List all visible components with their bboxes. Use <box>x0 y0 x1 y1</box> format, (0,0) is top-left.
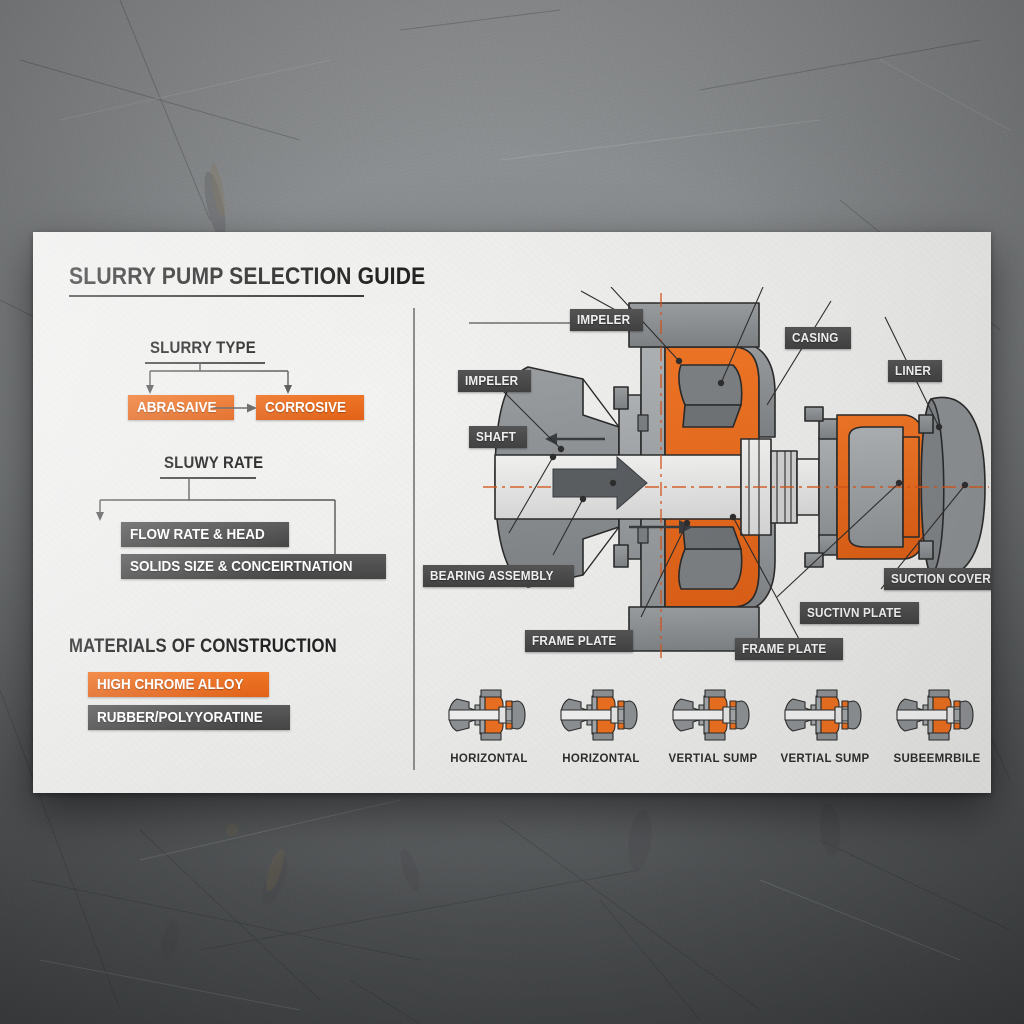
leader-dots <box>549 319 969 527</box>
callout-suction-cover[interactable]: SUCTION COVER <box>884 568 991 590</box>
callout-shaft[interactable]: SHAFT <box>469 426 528 448</box>
callout-frame-plate-left[interactable]: FRAME PLATE <box>525 630 633 652</box>
section-heading-slurry-rate: SLUWY RATE <box>164 453 263 473</box>
callout-impeler-left[interactable]: IMPELER <box>458 370 532 392</box>
abrasive-to-corrosive-arrow <box>213 403 257 413</box>
chip-rubber-polyurethane-label: RUBBER/POLYYORATINE <box>97 709 263 726</box>
thumbnail-caption: HORIZONTAL <box>443 753 535 765</box>
callout-frame-plate-mid[interactable]: FRAME PLATE <box>735 638 843 660</box>
slurry-type-underline <box>145 362 265 364</box>
callout-suction-plate[interactable]: SUCTIVN PLATE <box>800 602 919 624</box>
flow-arrows <box>545 433 693 534</box>
thumbnail-horizontal-1[interactable]: HORIZONTAL <box>443 687 535 787</box>
thumbnail-caption: HORIZONTAL <box>555 753 647 765</box>
panel-divider <box>413 308 415 770</box>
mini-pump-icon <box>896 689 974 741</box>
chip-flow-rate-head[interactable]: FLOW RATE & HEAD <box>121 522 289 547</box>
callout-bearing-assembly[interactable]: BEARING ASSEMBLY <box>423 565 575 587</box>
chip-high-chrome-alloy-label: HIGH CHROME ALLOY <box>97 676 244 693</box>
page-title: SLURRY PUMP SELECTION GUIDE <box>69 263 425 291</box>
pump-type-thumbnails: HORIZONTAL <box>443 687 983 787</box>
mini-pump-icon <box>672 689 750 741</box>
title-underline <box>69 295 364 297</box>
chip-flow-rate-head-label: FLOW RATE & HEAD <box>130 526 265 543</box>
thumbnail-caption: VERTIAL SUMP <box>667 753 759 765</box>
chip-solids-size-concentration[interactable]: SOLIDS SIZE & CONCEIRTNATION <box>121 554 387 579</box>
slurry-type-connectors <box>146 362 292 394</box>
pump-cutaway-svg <box>469 287 989 663</box>
mini-pump-icon <box>448 689 526 741</box>
thumbnail-vertical-sump-2[interactable]: VERTIAL SUMP <box>779 687 871 787</box>
chip-rubber-polyurethane[interactable]: RUBBER/POLYYORATINE <box>88 705 291 730</box>
chip-corrosive-label: CORROSIVE <box>265 399 346 416</box>
section-heading-slurry-type: SLURRY TYPE <box>150 338 256 358</box>
mini-pump-icon <box>784 689 862 741</box>
chip-corrosive[interactable]: CORROSIVE <box>256 395 365 420</box>
section-heading-materials: MATERIALS OF CONSTRUCTION <box>69 636 337 658</box>
thumbnail-horizontal-2[interactable]: HORIZONTAL <box>555 687 647 787</box>
callout-impeler-top[interactable]: IMPELER <box>570 309 644 331</box>
thumbnail-submersible[interactable]: SUBEEMRBILE <box>891 687 983 787</box>
slurry-rate-connectors <box>96 477 336 556</box>
poster-sheen <box>33 232 991 793</box>
callout-liner[interactable]: LINER <box>888 360 942 382</box>
chip-abrasive-label: ABRASAIVE <box>137 399 217 416</box>
thumbnail-caption: VERTIAL SUMP <box>779 753 871 765</box>
chip-high-chrome-alloy[interactable]: HIGH CHROME ALLOY <box>88 672 269 697</box>
thumbnail-vertical-sump-1[interactable]: VERTIAL SUMP <box>667 687 759 787</box>
thumbnail-caption: SUBEEMRBILE <box>891 753 983 765</box>
chip-solids-size-concentration-label: SOLIDS SIZE & CONCEIRTNATION <box>130 558 353 575</box>
slurry-rate-underline <box>160 477 256 479</box>
callout-casing[interactable]: CASING <box>785 327 851 349</box>
poster-panel: SLURRY PUMP SELECTION GUIDE SLURRY TYPE … <box>33 232 991 793</box>
mini-pump-icon <box>560 689 638 741</box>
